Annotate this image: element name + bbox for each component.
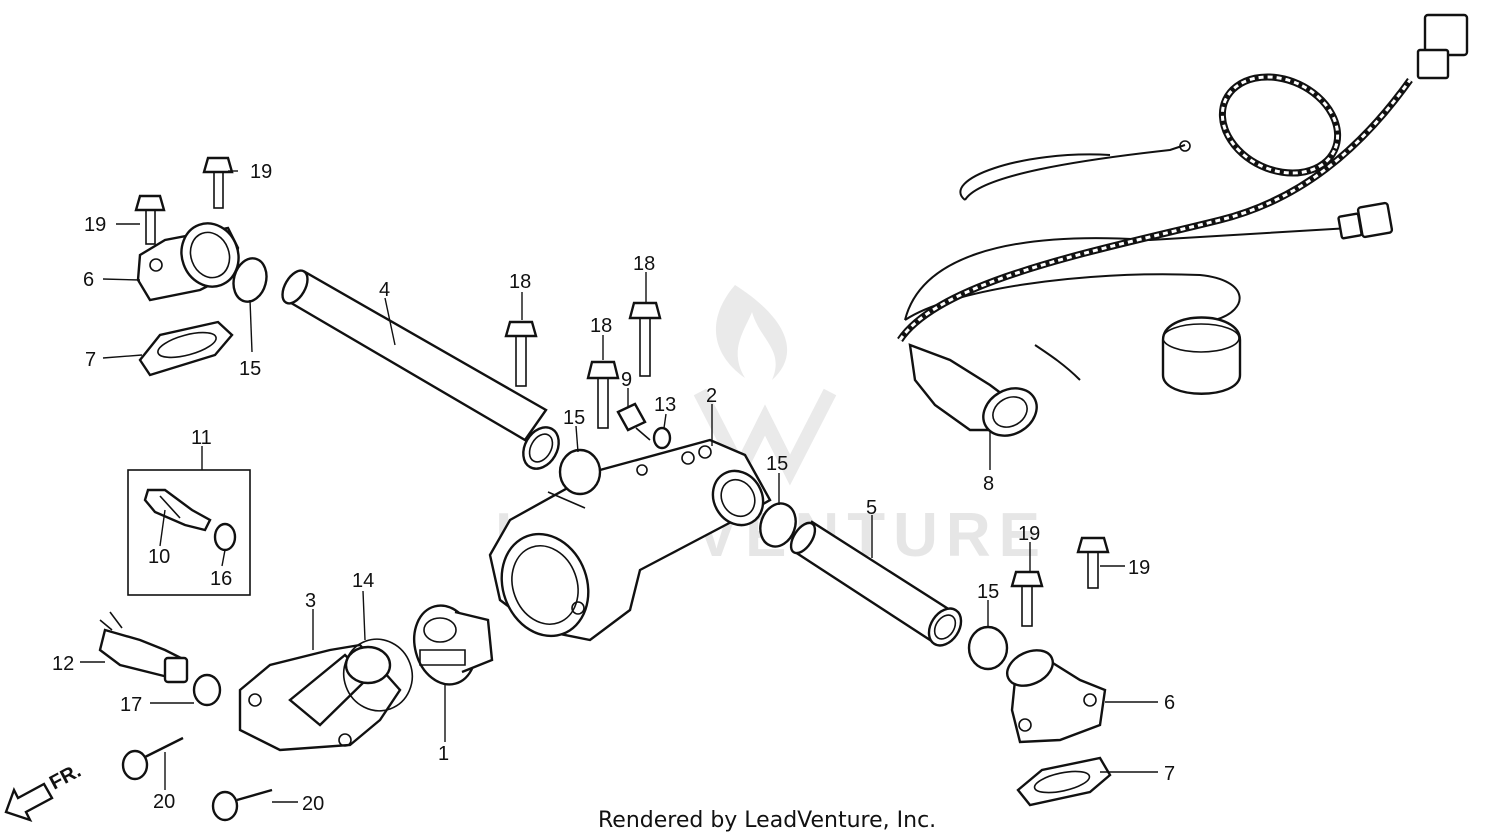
callout-14: 14 <box>352 570 374 592</box>
thermostat <box>413 604 494 686</box>
callout-19c: 19 <box>1018 523 1040 545</box>
callout-16: 16 <box>210 568 232 590</box>
leader-lines <box>80 170 1158 803</box>
pipe-right <box>789 520 963 647</box>
bolt-20b <box>211 788 273 822</box>
callout-18c: 18 <box>590 315 612 337</box>
callout-20a: 20 <box>153 791 175 813</box>
render-credit: Rendered by LeadVenture, Inc. <box>598 808 936 833</box>
bolt-18b <box>628 301 662 377</box>
temperature-sensor <box>143 488 212 532</box>
callout-13: 13 <box>654 394 676 416</box>
bolt-18a <box>504 320 538 387</box>
callout-9: 9 <box>621 369 632 391</box>
bolt-20a <box>121 736 184 781</box>
callout-11: 11 <box>191 427 212 449</box>
callout-19a: 19 <box>250 161 272 183</box>
callouts: 19 19 6 7 15 4 18 18 18 9 13 2 15 15 5 8… <box>52 161 1175 815</box>
water-joint-right <box>1006 649 1107 744</box>
gasket-right <box>1016 756 1112 807</box>
callout-15c: 15 <box>766 453 788 475</box>
callout-6a: 6 <box>83 269 94 291</box>
callout-12: 12 <box>52 653 74 675</box>
callout-15d: 15 <box>977 581 999 603</box>
bolt-19a <box>202 156 234 209</box>
callout-2: 2 <box>706 385 717 407</box>
callout-6b: 6 <box>1164 692 1175 714</box>
sealing-washer <box>652 426 672 450</box>
callout-4: 4 <box>379 279 390 301</box>
front-arrow-icon <box>4 782 54 823</box>
bleed-bolt <box>616 402 651 441</box>
o-ring-b <box>558 448 602 496</box>
callout-19b: 19 <box>84 214 106 236</box>
callout-10: 10 <box>148 546 170 568</box>
water-joint-left <box>136 222 240 302</box>
callout-3: 3 <box>305 590 316 612</box>
callout-8: 8 <box>983 473 994 495</box>
callout-15b: 15 <box>563 407 585 429</box>
callout-1: 1 <box>438 743 449 765</box>
gasket-left <box>138 320 234 377</box>
callout-20b: 20 <box>302 793 324 815</box>
front-direction-indicator: FR. <box>4 760 85 823</box>
callout-19d: 19 <box>1128 557 1150 579</box>
callout-18a: 18 <box>509 271 531 293</box>
cover-o-ring <box>342 638 414 712</box>
bolt-19d <box>1076 536 1110 589</box>
callout-18b: 18 <box>633 253 655 275</box>
callout-17: 17 <box>120 694 142 716</box>
callout-15a: 15 <box>239 358 261 380</box>
pipe-left <box>281 269 560 470</box>
thermo-switch <box>98 611 189 684</box>
wire-harness <box>897 13 1469 437</box>
bolt-19b <box>134 194 166 245</box>
thermostat-cover <box>238 643 402 752</box>
o-ring-c <box>759 502 797 548</box>
bolt-19c <box>1010 570 1044 627</box>
thermostat-housing <box>488 438 772 642</box>
sensor-washer <box>213 522 237 552</box>
bolt-18c <box>586 360 620 429</box>
callout-5: 5 <box>866 497 877 519</box>
switch-washer <box>192 673 222 707</box>
sensor-kit-box <box>127 469 251 596</box>
callout-7a: 7 <box>85 349 96 371</box>
o-ring-d <box>967 625 1009 671</box>
front-label: FR. <box>46 760 85 795</box>
callout-7b: 7 <box>1164 763 1175 785</box>
o-ring-a <box>232 257 268 303</box>
